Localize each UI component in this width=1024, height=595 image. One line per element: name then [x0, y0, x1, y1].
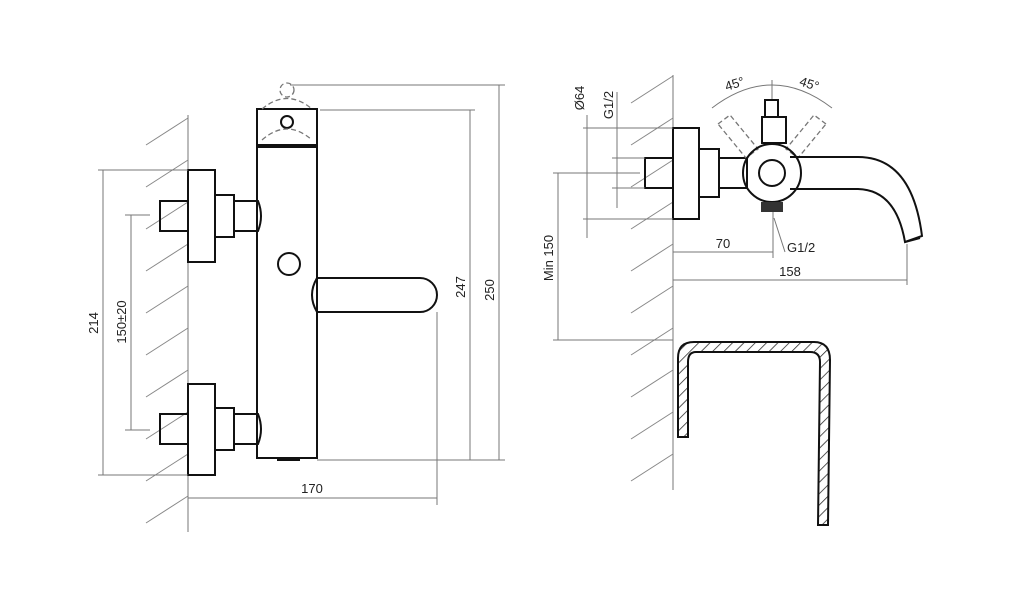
bathtub-section	[677, 341, 832, 526]
front-view: 250 247 214 150±20 170	[86, 82, 505, 532]
dimensions-side: Ø64 G1/2 Min 150 70 G1/2 158 45° 45°	[541, 74, 908, 341]
dim-150: 150±20	[114, 300, 129, 343]
wall	[145, 115, 189, 532]
dim-inlet-thread: G1/2	[601, 91, 616, 119]
handle-positions	[711, 80, 833, 159]
inlet-connector-side	[644, 127, 748, 220]
dimensions-front: 250 247 214 150±20 170	[86, 84, 505, 505]
dim-250: 250	[482, 279, 497, 301]
lever-handle	[311, 277, 438, 313]
spout	[790, 156, 924, 244]
diverter-body	[742, 99, 802, 212]
wall-side	[630, 75, 674, 490]
angle-right-45: 45°	[798, 74, 821, 94]
dim-214: 214	[86, 312, 101, 334]
dim-170: 170	[301, 481, 323, 496]
angle-left-45: 45°	[723, 74, 746, 94]
dim-outlet-thread: G1/2	[787, 240, 815, 255]
upper-inlet-connector	[159, 169, 262, 263]
side-view: Ø64 G1/2 Min 150 70 G1/2 158 45° 45°	[541, 74, 924, 526]
mixer-body	[256, 82, 318, 461]
dim-70: 70	[716, 236, 730, 251]
dim-diameter-64: Ø64	[572, 86, 587, 111]
dim-247: 247	[453, 276, 468, 298]
dim-min-150: Min 150	[541, 235, 556, 281]
dim-158: 158	[779, 264, 801, 279]
lower-inlet-connector	[159, 383, 262, 476]
